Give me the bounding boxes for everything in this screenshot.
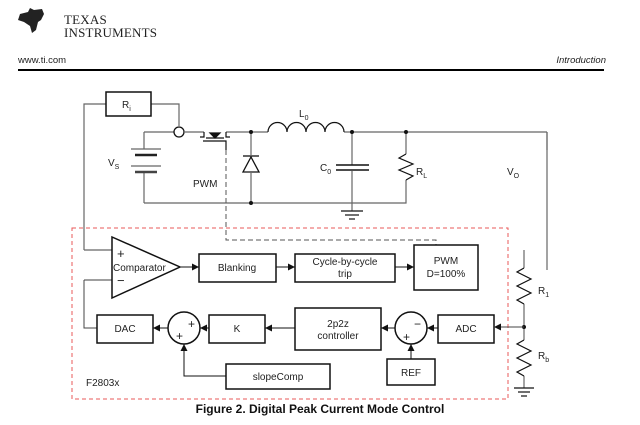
sum2-bottom-sign: + — [403, 330, 410, 344]
slope-comp-block — [225, 363, 331, 390]
load-resistor-icon — [397, 153, 415, 181]
sum2-top-sign: − — [414, 317, 421, 331]
summing-junction-2 — [394, 311, 428, 345]
gate-drive-dashed — [225, 150, 437, 248]
header-rule — [18, 69, 604, 71]
comparator-label: Comparator — [113, 263, 166, 274]
k-block — [208, 314, 266, 344]
adc-label: ADC — [455, 324, 476, 335]
chip-label: F2803x — [86, 378, 119, 389]
ti-wordmark: Texas Instruments — [64, 12, 158, 40]
comparator-plus: + — [117, 246, 125, 261]
figure-caption: Figure 2. Digital Peak Current Mode Cont… — [195, 402, 445, 416]
source-label: VS — [108, 158, 120, 171]
vo-to-divider — [524, 150, 547, 268]
diode-icon — [241, 155, 261, 173]
svg-text:ti: ti — [28, 15, 34, 25]
ref-block — [386, 358, 436, 386]
pwm-label-1: PWM — [434, 256, 458, 267]
blanking-block — [198, 253, 277, 283]
ref-label: REF — [401, 368, 421, 379]
power-stage — [83, 103, 548, 388]
k-label: K — [234, 324, 241, 335]
pwm-label-2: D=100% — [427, 269, 466, 280]
company-line1: Texas — [64, 12, 107, 27]
ti-logo: ti Texas Instruments — [14, 6, 157, 39]
sum1-bottom-sign: + — [176, 329, 183, 343]
ground-icon-divider — [514, 387, 534, 397]
wire-dac-comparator — [83, 280, 97, 329]
controller-block — [294, 307, 382, 351]
capacitor-label: C0 — [320, 163, 331, 176]
mosfet-switch-icon — [200, 132, 230, 150]
chip-boundary — [71, 227, 509, 400]
ground-icon — [341, 210, 363, 220]
gate-signal-label: PWM — [193, 179, 217, 190]
comparator-triangle — [111, 235, 182, 300]
divider-bottom-label: Rb — [538, 351, 549, 364]
sense-resistor-box — [105, 91, 152, 117]
company-line2: Instruments — [64, 25, 158, 40]
website-link[interactable]: www.ti.com — [18, 55, 67, 66]
slope-comp-label: slopeComp — [253, 372, 304, 383]
cycle-trip-label-1: Cycle-by-cycle — [312, 257, 377, 268]
inductor-label: L0 — [299, 109, 309, 122]
sum1-top-sign: + — [188, 317, 195, 331]
load-label: RL — [416, 167, 427, 180]
cycle-trip-block — [294, 253, 396, 283]
controller-label-2: controller — [317, 331, 359, 342]
divider-top-resistor-icon — [515, 267, 533, 305]
summing-junction-1 — [167, 311, 201, 345]
cycle-trip-label-2: trip — [338, 269, 352, 280]
junction-dots — [249, 130, 526, 329]
comparator-minus: − — [117, 273, 125, 288]
blanking-label: Blanking — [218, 263, 256, 274]
dac-label: DAC — [114, 324, 135, 335]
controller-label-1: 2p2z — [327, 319, 349, 330]
pwm-block — [413, 244, 479, 291]
current-sensor-icon — [173, 126, 185, 138]
output-label: VO — [507, 167, 520, 180]
capacitor-icon — [336, 164, 369, 171]
wire-slope-sum1 — [180, 344, 226, 377]
divider-top-label: R1 — [538, 286, 549, 299]
section-title: Introduction — [556, 55, 606, 66]
battery-icon — [131, 148, 161, 174]
inductor-icon — [267, 121, 345, 133]
sense-resistor-label: Ri — [122, 100, 131, 113]
ti-logo-icon: ti — [18, 8, 44, 33]
divider-bottom-resistor-icon — [515, 339, 533, 377]
